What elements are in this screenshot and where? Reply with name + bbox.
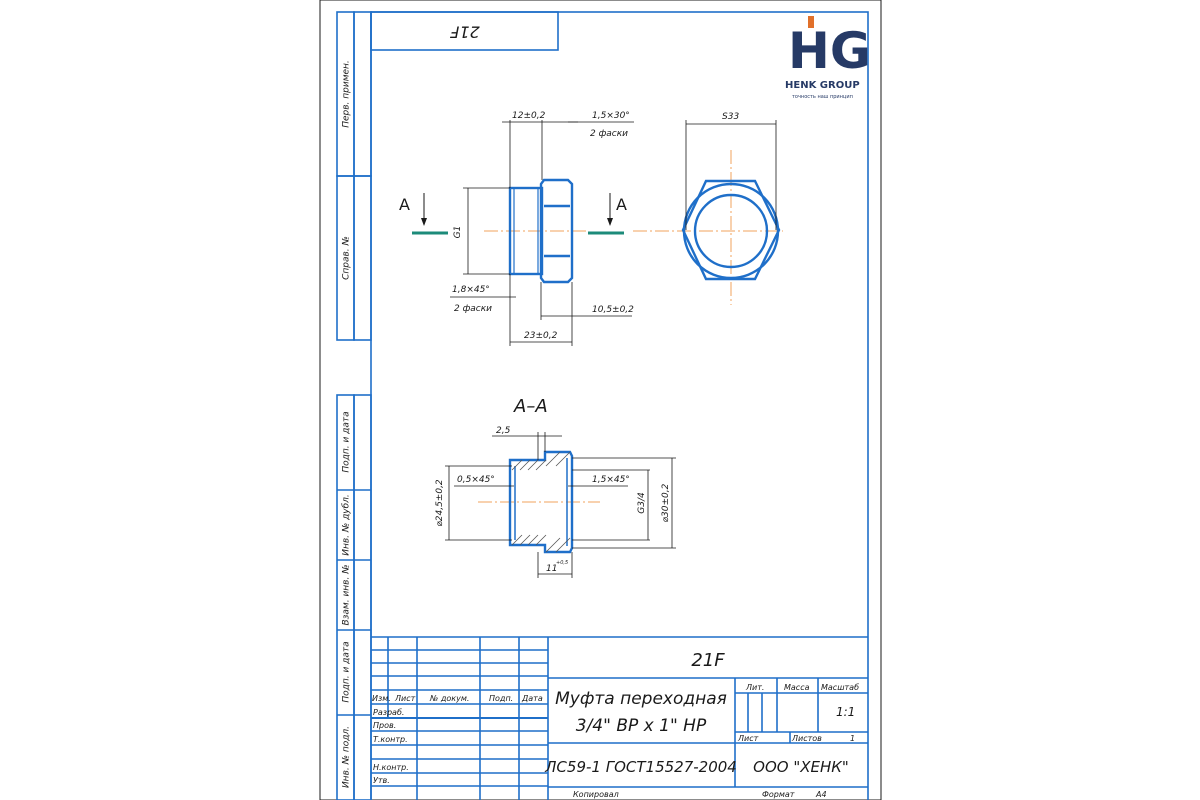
dim-g1: G1	[453, 226, 463, 239]
dim-dia-30: ⌀30±0,2	[661, 483, 671, 522]
dim-10-5: 10,5±0,2	[592, 305, 634, 315]
dim-11-tol: +0,5	[556, 560, 568, 566]
drawing-frame	[336, 11, 869, 800]
tb-sheets-value: 1	[850, 734, 855, 743]
margin-podp-data-1: Подп. и дата	[342, 411, 352, 472]
dimension-lines	[445, 120, 777, 578]
tb-r-prov: Пров.	[373, 721, 396, 730]
tb-name-line1: Муфта переходная	[555, 689, 727, 709]
tb-copied: Копировал	[573, 790, 619, 799]
tb-sheet: Лист	[737, 734, 759, 743]
hex-end-view	[681, 179, 781, 281]
fitting-side-view	[508, 178, 574, 284]
section-label-right: A	[616, 195, 627, 214]
tb-r-razrab: Разраб.	[373, 708, 404, 717]
tb-designation: 21F	[691, 650, 725, 671]
tb-lit: Лит.	[745, 683, 764, 692]
centerlines	[478, 150, 783, 503]
margin-perv-primen: Перв. примен.	[342, 60, 352, 128]
tb-h-list: Лист	[394, 694, 416, 703]
tb-h-podp: Подп.	[489, 694, 513, 703]
tb-masshtab: Масштаб	[821, 683, 859, 692]
tb-format-value: A4	[815, 790, 827, 799]
tb-company: ООО "ХЕНК"	[753, 758, 849, 776]
sheet-border	[319, 0, 882, 800]
logo-mark: HG	[788, 22, 871, 80]
logo-tagline: точность наш принцип	[792, 94, 853, 100]
dim-23: 23±0,2	[524, 331, 558, 341]
margin-vzam-inv: Взам. инв. №	[342, 564, 352, 625]
dim-s33: S33	[722, 112, 739, 122]
tb-h-doc-no: № докум.	[429, 694, 469, 703]
logo-company: HENK GROUP	[785, 80, 860, 91]
tb-sheets: Листов	[791, 734, 822, 743]
margin-inv-podl: Инв. № подл.	[342, 726, 352, 788]
tb-r-tkontr: Т.контр.	[373, 735, 408, 744]
section-title: A–A	[513, 396, 548, 417]
dim-chamfer-top: 1,5×30°	[592, 111, 630, 121]
dim-11: 11	[546, 564, 557, 574]
margin-podp-data-2: Подп. и дата	[342, 641, 352, 702]
tb-r-utv: Утв.	[373, 776, 390, 785]
tb-massa: Масса	[784, 683, 810, 692]
company-logo: HG HENK GROUP точность наш принцип	[785, 16, 871, 100]
margin-inv-dubl: Инв. № дубл.	[342, 494, 352, 556]
section-label-left: A	[399, 195, 410, 214]
tb-name-line2: 3/4" ВР x 1" НР	[576, 716, 707, 736]
dim-dia-24-5: ⌀24,5±0,2	[435, 479, 445, 527]
tb-r-nkontr: Н.контр.	[373, 763, 409, 772]
margin-sprav-no: Справ. №	[342, 236, 352, 280]
section-markers	[412, 193, 624, 235]
dim-chamfer-left: 1,8×45°	[452, 285, 490, 295]
section-hatching	[511, 451, 571, 553]
corner-stamp: 21F	[449, 23, 479, 42]
tb-h-izm: Изм.	[372, 694, 391, 703]
dim-g3-4: G3/4	[637, 492, 647, 514]
dim-chamfer-top-note: 2 фаски	[590, 129, 628, 139]
dim-chamfer-0-5: 0,5×45°	[457, 475, 495, 485]
dim-12: 12±0,2	[512, 111, 546, 121]
dim-2-5: 2,5	[496, 426, 511, 436]
dim-chamfer-left-note: 2 фаски	[454, 304, 492, 314]
tb-format: Формат	[762, 790, 795, 799]
tb-material: ЛС59-1 ГОСТ15527-2004	[544, 758, 737, 776]
logo-accent	[808, 16, 814, 28]
tb-h-data: Дата	[521, 694, 543, 703]
dim-chamfer-1-5: 1,5×45°	[592, 475, 630, 485]
tb-scale-value: 1:1	[836, 705, 855, 719]
